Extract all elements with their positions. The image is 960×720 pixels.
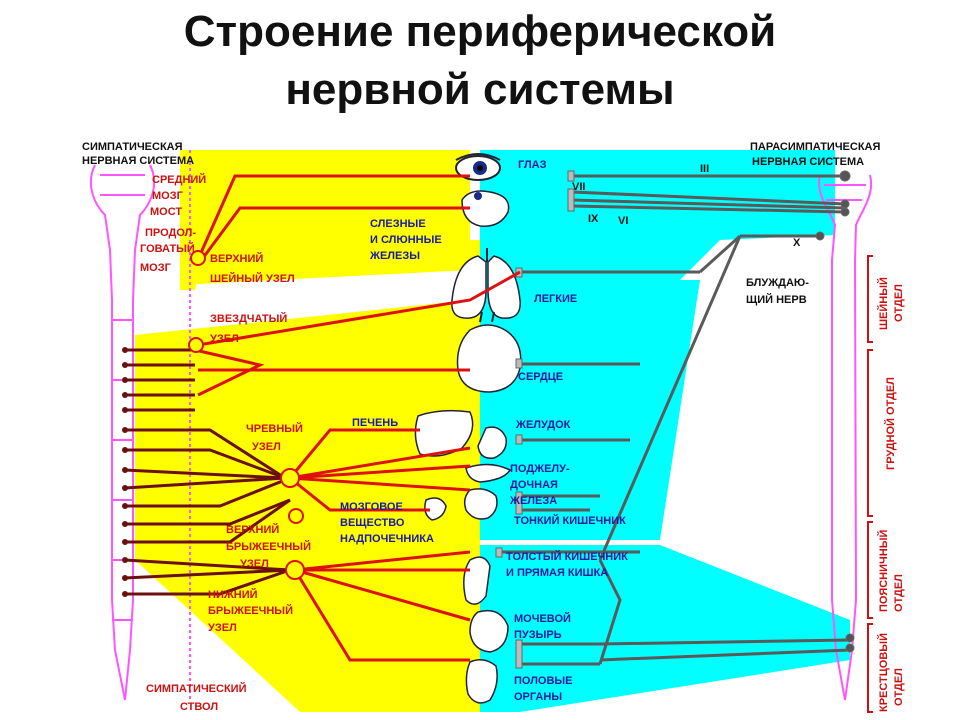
celiac-ganglion-label-2: УЗЕЛ <box>252 441 281 453</box>
parasympathetic-system-label-1: ПАРАСИМПАТИЧЕСКАЯ <box>750 141 880 153</box>
sympathetic-system-label-2: НЕРВНАЯ СИСТЕМА <box>82 155 194 167</box>
sup-mesenteric-ganglion-label-1: ВЕРХНИЙ <box>226 523 279 536</box>
vagus-label-1: БЛУЖДАЮ- <box>746 277 809 289</box>
liver-label: ПЕЧЕНЬ <box>352 417 398 429</box>
pancreas-label-2: ДОЧНАЯ <box>510 479 558 491</box>
bladder-illustration <box>469 609 509 653</box>
pancreas-label-3: ЖЕЛЕЗА <box>509 495 557 507</box>
stomach-label: ЖЕЛУДОК <box>515 419 571 431</box>
bladder-label-2: ПУЗЫРЬ <box>514 629 562 641</box>
glands-label-3: ЖЕЛЕЗЫ <box>369 250 420 262</box>
lungs-illustration <box>451 248 521 319</box>
stellate-ganglion-label-1: ЗВЕЗДЧАТЫЙ <box>210 312 287 325</box>
cervical-division-label-2: ОТДЕЛ <box>893 284 905 322</box>
adrenal-label-2: ВЕЩЕСТВО <box>340 517 405 529</box>
genitals-label-2: ОРГАНЫ <box>514 691 562 703</box>
midbrain-label: СРЕДНИЙ <box>152 173 206 186</box>
large-intestine-illustration <box>463 556 491 605</box>
sympathetic-ganglia <box>122 250 305 597</box>
medulla-label-3: МОЗГ <box>140 262 172 274</box>
sympathetic-trunk-label-1: СИМПАТИЧЕСКИЙ <box>146 682 247 695</box>
lungs-label: ЛЕГКИЕ <box>534 293 577 305</box>
stellate-ganglion-label-2: УЗЕЛ <box>210 333 239 345</box>
nerve-vii-label: VII <box>572 181 585 193</box>
glands-label-1: СЛЕЗНЫЕ <box>370 218 426 230</box>
pancreas-illustration <box>465 463 512 483</box>
sympathetic-trunk-label-2: СТВОЛ <box>180 701 218 713</box>
large-intestine-label-2: И ПРЯМАЯ КИШКА <box>506 567 608 579</box>
sacral-division-label-1: КРЕСТЦОВЫЙ <box>877 633 890 712</box>
glands-illustration <box>461 190 510 227</box>
nerve-vi-label: VI <box>618 215 628 227</box>
genitals-label-1: ПОЛОВЫЕ <box>514 675 573 687</box>
parasympathetic-fibers <box>500 174 851 666</box>
sympathetic-system-label-1: СИМПАТИЧЕСКАЯ <box>82 141 183 153</box>
parasympathetic-zone <box>480 150 850 712</box>
sacral-division-label-2: ОТДЕЛ <box>893 668 905 706</box>
stomach-illustration <box>477 426 507 459</box>
parasympathetic-system-label-2: НЕРВНАЯ СИСТЕМА <box>752 156 864 168</box>
thoracic-division-label: ГРУДНОЙ ОТДЕЛ <box>884 377 897 470</box>
midbrain-brain-label: МОЗГ <box>152 190 184 202</box>
upper-cervical-ganglion-label-1: ВЕРХНИЙ <box>210 252 263 265</box>
sympathetic-preganglionic-fibers <box>124 348 291 596</box>
heart-illustration <box>456 311 522 393</box>
nerve-iii-label: III <box>700 163 709 175</box>
inf-mesenteric-ganglion-label-1: НИЖНИЙ <box>208 588 258 601</box>
adrenal-label-1: МОЗГОВОЕ <box>340 501 403 513</box>
bladder-label-1: МОЧЕВОЙ <box>514 612 571 625</box>
small-intestine-label: ТОНКИЙ КИШЕЧНИК <box>514 514 626 527</box>
sup-mesenteric-ganglion-label-3: УЗЕЛ <box>240 558 269 570</box>
genitals-illustration <box>465 659 498 704</box>
vagus-label-2: ЩИЙ НЕРВ <box>746 293 807 306</box>
division-labels: ШЕЙНЫЙ ОТДЕЛ ГРУДНОЙ ОТДЕЛ ПОЯСНИЧНЫЙ ОТ… <box>877 277 905 712</box>
adrenal-label-3: НАДПОЧЕЧНИКА <box>340 533 434 545</box>
inf-mesenteric-ganglion-label-2: БРЫЖЕЕЧНЫЙ <box>208 604 293 617</box>
sympathetic-postganglionic-fibers <box>194 174 521 662</box>
title-line-2: нервной системы <box>285 65 675 114</box>
lumbar-division-label-1: ПОЯСНИЧНЫЙ <box>877 530 890 612</box>
eye-illustration <box>455 153 501 181</box>
celiac-ganglion-label-1: ЧРЕВНЫЙ <box>246 422 303 435</box>
division-brackets <box>867 255 873 713</box>
medulla-label-1: ПРОДОЛ- <box>145 227 196 239</box>
medulla-label-2: ГОВАТЫЙ <box>140 242 195 255</box>
pons-label: МОСТ <box>150 206 182 218</box>
pancreas-label-1: ПОДЖЕЛУ- <box>510 463 570 475</box>
small-intestine-illustration <box>463 488 498 520</box>
nerve-ix-label: IX <box>588 213 599 225</box>
sup-mesenteric-ganglion-label-2: БРЫЖЕЕЧНЫЙ <box>226 540 311 553</box>
large-intestine-label-1: ТОЛСТЫЙ КИШЕЧНИК <box>506 550 628 563</box>
adrenal-illustration <box>424 497 447 521</box>
title-line-1: Строение периферической <box>183 7 777 56</box>
cervical-division-label-1: ШЕЙНЫЙ <box>877 277 890 330</box>
glands-label-2: И СЛЮННЫЕ <box>370 234 442 246</box>
parasympathetic-ganglia <box>495 170 855 669</box>
inf-mesenteric-ganglion-label-3: УЗЕЛ <box>208 622 237 634</box>
eye-label: ГЛАЗ <box>518 159 547 171</box>
nerve-x-label: X <box>793 237 801 249</box>
lumbar-division-label-2: ОТДЕЛ <box>893 574 905 612</box>
upper-cervical-ganglion-label-2: ШЕЙНЫЙ УЗЕЛ <box>210 272 295 285</box>
heart-label: СЕРДЦЕ <box>518 371 563 383</box>
